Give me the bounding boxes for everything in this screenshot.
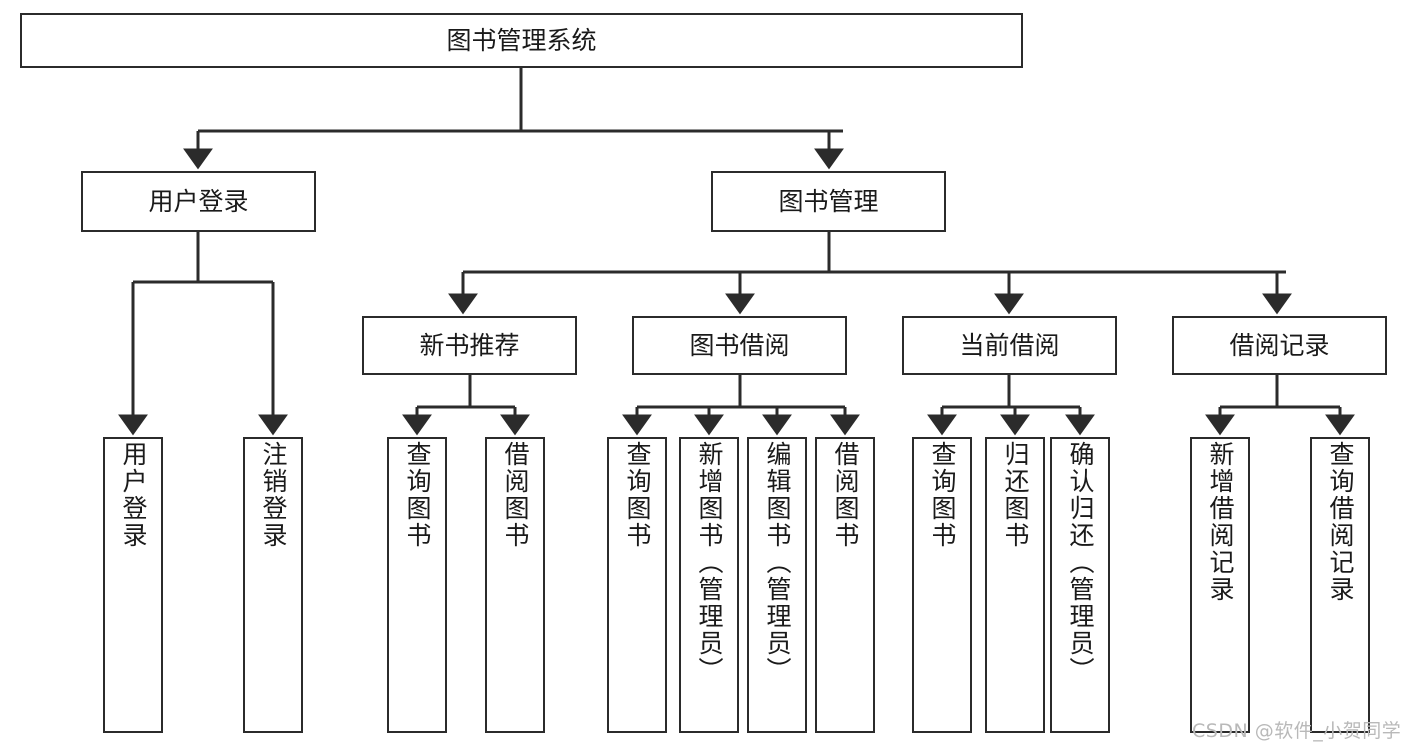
leaf-node-label: 查询图书: [928, 441, 957, 549]
leaf-node[interactable]: 归还图书: [985, 437, 1045, 733]
leaf-node[interactable]: 用户登录: [103, 437, 163, 733]
leaf-node-label: 查询图书: [403, 441, 432, 549]
node-new-book-recommend[interactable]: 新书推荐: [362, 316, 577, 375]
leaf-node[interactable]: 编辑图书（管理员）: [747, 437, 807, 733]
leaf-node[interactable]: 查询借阅记录: [1310, 437, 1370, 733]
node-book-borrow[interactable]: 图书借阅: [632, 316, 847, 375]
leaf-node[interactable]: 查询图书: [912, 437, 972, 733]
node-book-borrow-label: 图书借阅: [689, 330, 790, 360]
leaf-node[interactable]: 借阅图书: [815, 437, 875, 733]
node-new-book-recommend-label: 新书推荐: [419, 330, 520, 360]
leaf-node[interactable]: 注销登录: [243, 437, 303, 733]
node-current-borrow[interactable]: 当前借阅: [902, 316, 1117, 375]
leaf-node[interactable]: 查询图书: [387, 437, 447, 733]
leaf-node[interactable]: 新增图书（管理员）: [679, 437, 739, 733]
leaf-node-label: 归还图书: [1001, 441, 1030, 549]
node-root-label: 图书管理系统: [446, 25, 597, 55]
leaf-node[interactable]: 借阅图书: [485, 437, 545, 733]
leaf-node-label: 新增图书（管理员）: [695, 441, 724, 684]
leaf-node-label: 编辑图书（管理员）: [763, 441, 792, 684]
node-borrow-record-label: 借阅记录: [1229, 330, 1330, 360]
node-current-borrow-label: 当前借阅: [959, 330, 1060, 360]
leaf-node-label: 借阅图书: [501, 441, 530, 549]
node-book-management[interactable]: 图书管理: [711, 171, 946, 232]
leaf-node-label: 用户登录: [119, 441, 148, 549]
leaf-node[interactable]: 查询图书: [607, 437, 667, 733]
leaf-node-label: 查询图书: [623, 441, 652, 549]
node-book-management-label: 图书管理: [778, 186, 879, 216]
node-user-login[interactable]: 用户登录: [81, 171, 316, 232]
leaf-node-label: 注销登录: [259, 441, 288, 549]
node-user-login-label: 用户登录: [148, 186, 249, 216]
leaf-node-label: 借阅图书: [831, 441, 860, 549]
leaf-node[interactable]: 确认归还（管理员）: [1050, 437, 1110, 733]
leaf-node-label: 新增借阅记录: [1206, 441, 1235, 603]
leaf-node-label: 确认归还（管理员）: [1066, 441, 1095, 684]
leaf-node[interactable]: 新增借阅记录: [1190, 437, 1250, 733]
node-borrow-record[interactable]: 借阅记录: [1172, 316, 1387, 375]
csdn-watermark: CSDN @软件_小贺同学: [1192, 720, 1402, 742]
node-root-system[interactable]: 图书管理系统: [20, 13, 1023, 68]
leaf-node-label: 查询借阅记录: [1326, 441, 1355, 603]
